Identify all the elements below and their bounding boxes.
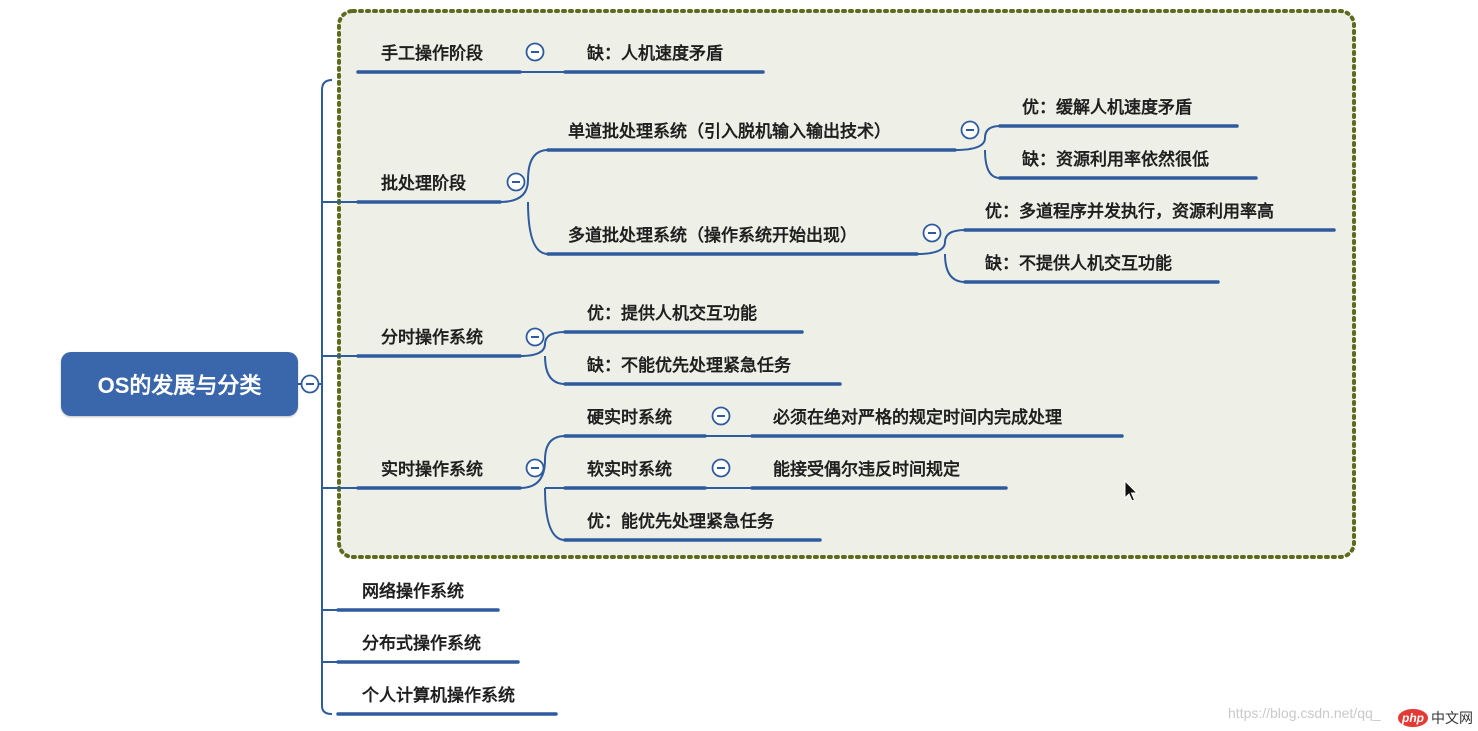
node-timeshare-pro[interactable]: 优：提供人机交互功能 <box>587 304 757 324</box>
node-timeshare-os[interactable]: 分时操作系统 <box>381 328 483 348</box>
node-single-batch-con[interactable]: 缺：资源利用率依然很低 <box>1022 150 1209 170</box>
collapse-single-batch-icon[interactable] <box>960 120 980 140</box>
node-manual-con[interactable]: 缺：人机速度矛盾 <box>587 44 723 64</box>
collapse-batch-icon[interactable] <box>506 172 526 192</box>
node-soft-realtime[interactable]: 软实时系统 <box>587 460 672 480</box>
node-multi-batch[interactable]: 多道批处理系统（操作系统开始出现） <box>568 226 857 246</box>
logo-badge: php <box>1398 709 1428 727</box>
connector-trunk <box>321 79 333 715</box>
node-multi-batch-pro[interactable]: 优：多道程序并发执行，资源利用率高 <box>985 202 1274 222</box>
collapse-soft-realtime-icon[interactable] <box>711 458 731 478</box>
collapse-multi-batch-icon[interactable] <box>922 223 942 243</box>
node-hard-realtime[interactable]: 硬实时系统 <box>587 408 672 428</box>
root-node[interactable]: OS的发展与分类 <box>61 352 298 416</box>
node-timeshare-con[interactable]: 缺：不能优先处理紧急任务 <box>587 356 791 376</box>
node-manual-stage[interactable]: 手工操作阶段 <box>381 44 483 64</box>
node-realtime-pro[interactable]: 优：能优先处理紧急任务 <box>587 512 774 532</box>
node-single-batch-pro[interactable]: 优：缓解人机速度矛盾 <box>1022 98 1192 118</box>
boundary-box <box>337 9 1356 559</box>
collapse-hard-realtime-icon[interactable] <box>711 406 731 426</box>
collapse-manual-icon[interactable] <box>525 42 545 62</box>
collapse-realtime-icon[interactable] <box>525 458 545 478</box>
site-logo: php 中文网 <box>1398 708 1473 728</box>
collapse-timeshare-icon[interactable] <box>525 327 545 347</box>
watermark-text: https://blog.csdn.net/qq_ <box>1228 705 1381 721</box>
collapse-root-icon[interactable] <box>300 374 320 394</box>
root-label: OS的发展与分类 <box>97 373 262 398</box>
node-batch-stage[interactable]: 批处理阶段 <box>381 174 466 194</box>
node-multi-batch-con[interactable]: 缺：不提供人机交互功能 <box>985 254 1172 274</box>
node-hard-realtime-desc[interactable]: 必须在绝对严格的规定时间内完成处理 <box>773 408 1062 428</box>
node-pc-os[interactable]: 个人计算机操作系统 <box>362 686 515 706</box>
logo-text: 中文网 <box>1431 710 1473 726</box>
node-network-os[interactable]: 网络操作系统 <box>362 582 464 602</box>
node-distributed-os[interactable]: 分布式操作系统 <box>362 634 481 654</box>
mouse-pointer-icon <box>1124 480 1139 502</box>
node-soft-realtime-desc[interactable]: 能接受偶尔违反时间规定 <box>773 460 960 480</box>
node-realtime-os[interactable]: 实时操作系统 <box>381 460 483 480</box>
node-single-batch[interactable]: 单道批处理系统（引入脱机输入输出技术） <box>568 122 891 142</box>
